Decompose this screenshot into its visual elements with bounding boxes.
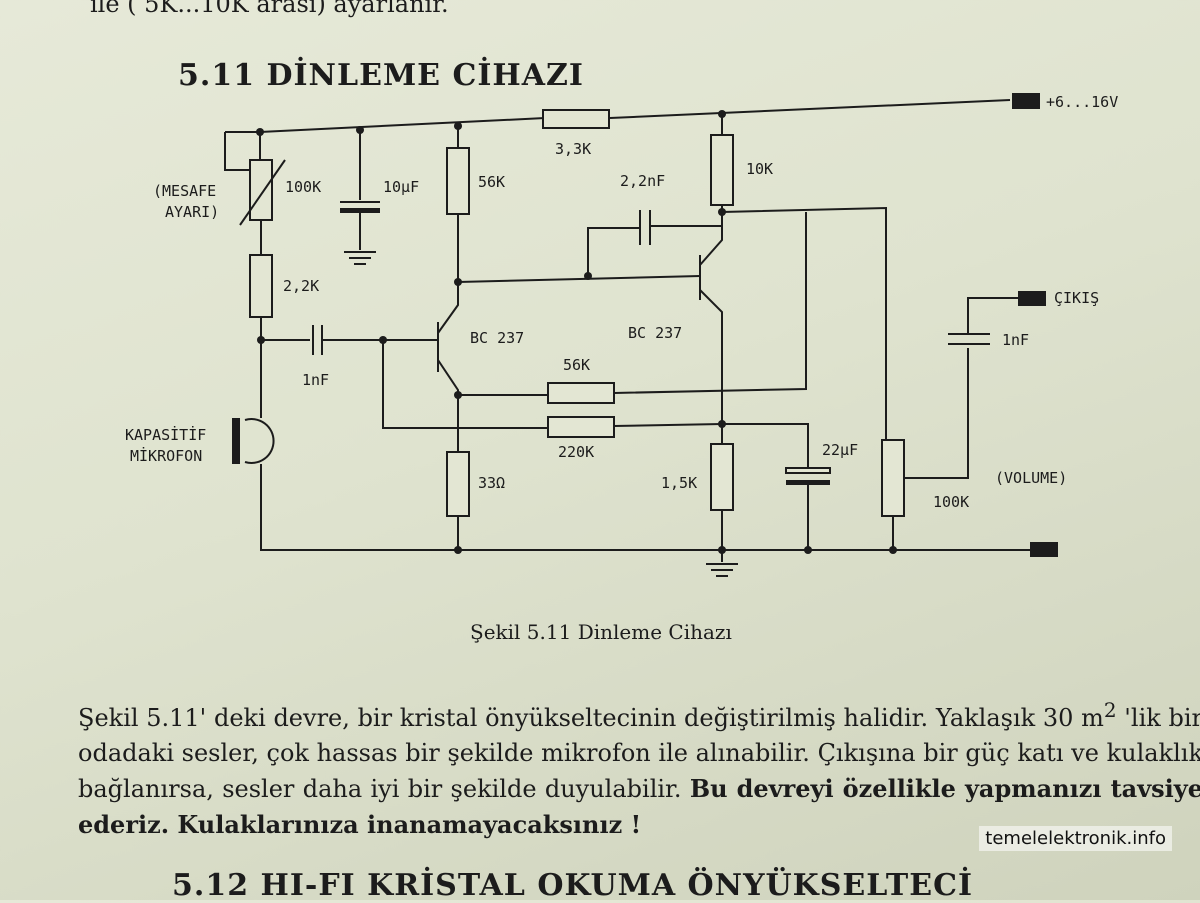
label-1nf-in: 1nF	[302, 371, 329, 389]
supply-label: +6...16V	[1046, 93, 1118, 111]
resistor-220k	[547, 416, 615, 438]
next-section-heading: 5.12 HI-FI KRİSTAL OKUMA ÖNYÜKSELTECİ	[172, 868, 974, 903]
supply-terminal	[1012, 93, 1040, 109]
microphone-symbol	[232, 418, 240, 464]
paragraph-bold: Bu devreyi özellikle yapmanızı tavsiye e…	[78, 774, 1200, 839]
capacitor-22uf-plate	[786, 480, 830, 485]
paragraph-part-1: Şekil 5.11' deki devre, bir kristal önyü…	[78, 704, 1104, 732]
label-100k: 100K	[285, 178, 321, 196]
resistor-100k-mesafe	[249, 159, 273, 221]
label-10uf: 10µF	[383, 178, 419, 196]
label-1nf-out: 1nF	[1002, 331, 1029, 349]
label-33-ohm: 33Ω	[478, 474, 505, 492]
mic-label-2: MİKROFON	[130, 446, 202, 465]
superscript: 2	[1103, 698, 1117, 722]
capacitor-10uf	[340, 208, 380, 213]
label-22uf: 22µF	[822, 441, 858, 459]
resistor-56k-top	[446, 147, 470, 215]
label-220k: 220K	[558, 443, 594, 461]
resistor-2-2k	[249, 254, 273, 318]
ground-terminal	[1030, 542, 1058, 557]
label-56k-fb: 56K	[563, 356, 590, 374]
paragraph-part-2: 'lik bir odadaki sesler, çok hassas bir …	[78, 704, 1200, 803]
volume-label: (VOLUME)	[995, 469, 1067, 487]
label-2-2k: 2,2K	[283, 277, 319, 295]
figure-caption: Şekil 5.11 Dinleme Cihazı	[470, 620, 732, 644]
mesafe-label-1: (MESAFE	[153, 182, 216, 200]
output-label: ÇIKIŞ	[1054, 289, 1099, 307]
ground-symbol-output	[706, 563, 738, 577]
description-paragraph: Şekil 5.11' deki devre, bir kristal önyü…	[78, 693, 1200, 843]
mic-label-1: KAPASİTİF	[125, 425, 206, 444]
label-10k: 10K	[746, 160, 773, 178]
ground-symbol	[344, 251, 376, 265]
label-56k-top: 56K	[478, 173, 505, 191]
label-q1: BC 237	[470, 329, 524, 347]
resistor-10k	[710, 134, 734, 206]
circuit-schematic: +6...16V ÇIKIŞ (MESAFE AYARI) KAPASİTİF …	[125, 93, 1118, 577]
resistor-56k-feedback	[547, 382, 615, 404]
capacitor-22uf	[785, 467, 831, 474]
watermark: temelelektronik.info	[979, 826, 1172, 851]
resistor-33-ohm	[446, 451, 470, 517]
previous-section-line: ile ( 5K...10K arası) ayarlanır.	[90, 0, 449, 18]
mesafe-label-2: AYARI)	[165, 203, 219, 221]
resistor-3-3k	[542, 109, 610, 129]
output-terminal	[1018, 291, 1046, 306]
label-2-2nf: 2,2nF	[620, 172, 665, 190]
label-1-5k: 1,5K	[661, 474, 697, 492]
label-3-3k: 3,3K	[555, 140, 591, 158]
label-pot-100k: 100K	[933, 493, 969, 511]
label-q2: BC 237	[628, 324, 682, 342]
section-heading: 5.11 DİNLEME CİHAZI	[178, 58, 584, 93]
resistor-1-5k	[710, 443, 734, 511]
potentiometer-volume	[881, 439, 905, 517]
